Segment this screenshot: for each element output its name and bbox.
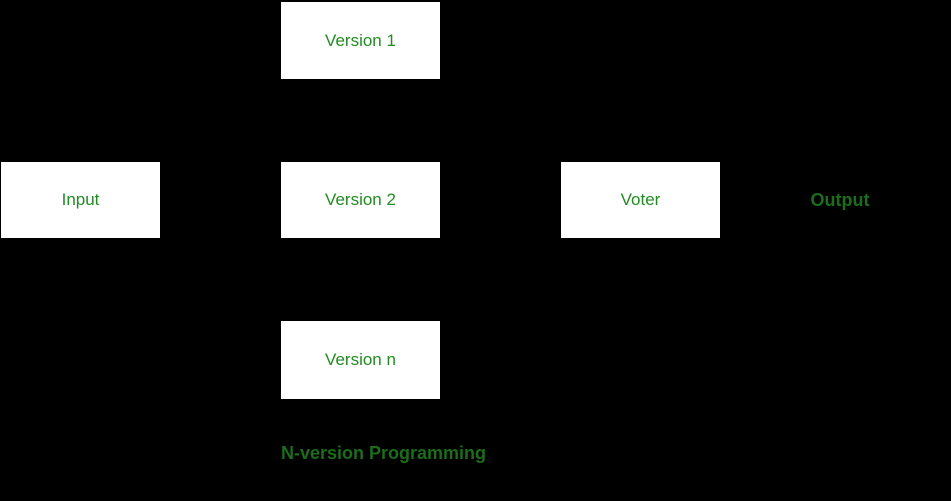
node-version-1-label: Version 1 <box>325 30 396 50</box>
node-voter: Voter <box>561 162 720 238</box>
node-input-label: Input <box>61 190 100 209</box>
node-voter-label: Voter <box>620 190 661 209</box>
output-label: Output <box>810 189 870 210</box>
node-version-1: Version 1 <box>281 2 440 79</box>
node-input: Input <box>1 162 160 238</box>
diagram-caption: N-version Programming <box>281 443 487 463</box>
node-version-2: Version 2 <box>281 162 440 238</box>
node-version-n-label: Version n <box>325 350 396 369</box>
node-version-2-label: Version 2 <box>325 190 396 209</box>
node-version-n: Version n <box>281 321 440 399</box>
